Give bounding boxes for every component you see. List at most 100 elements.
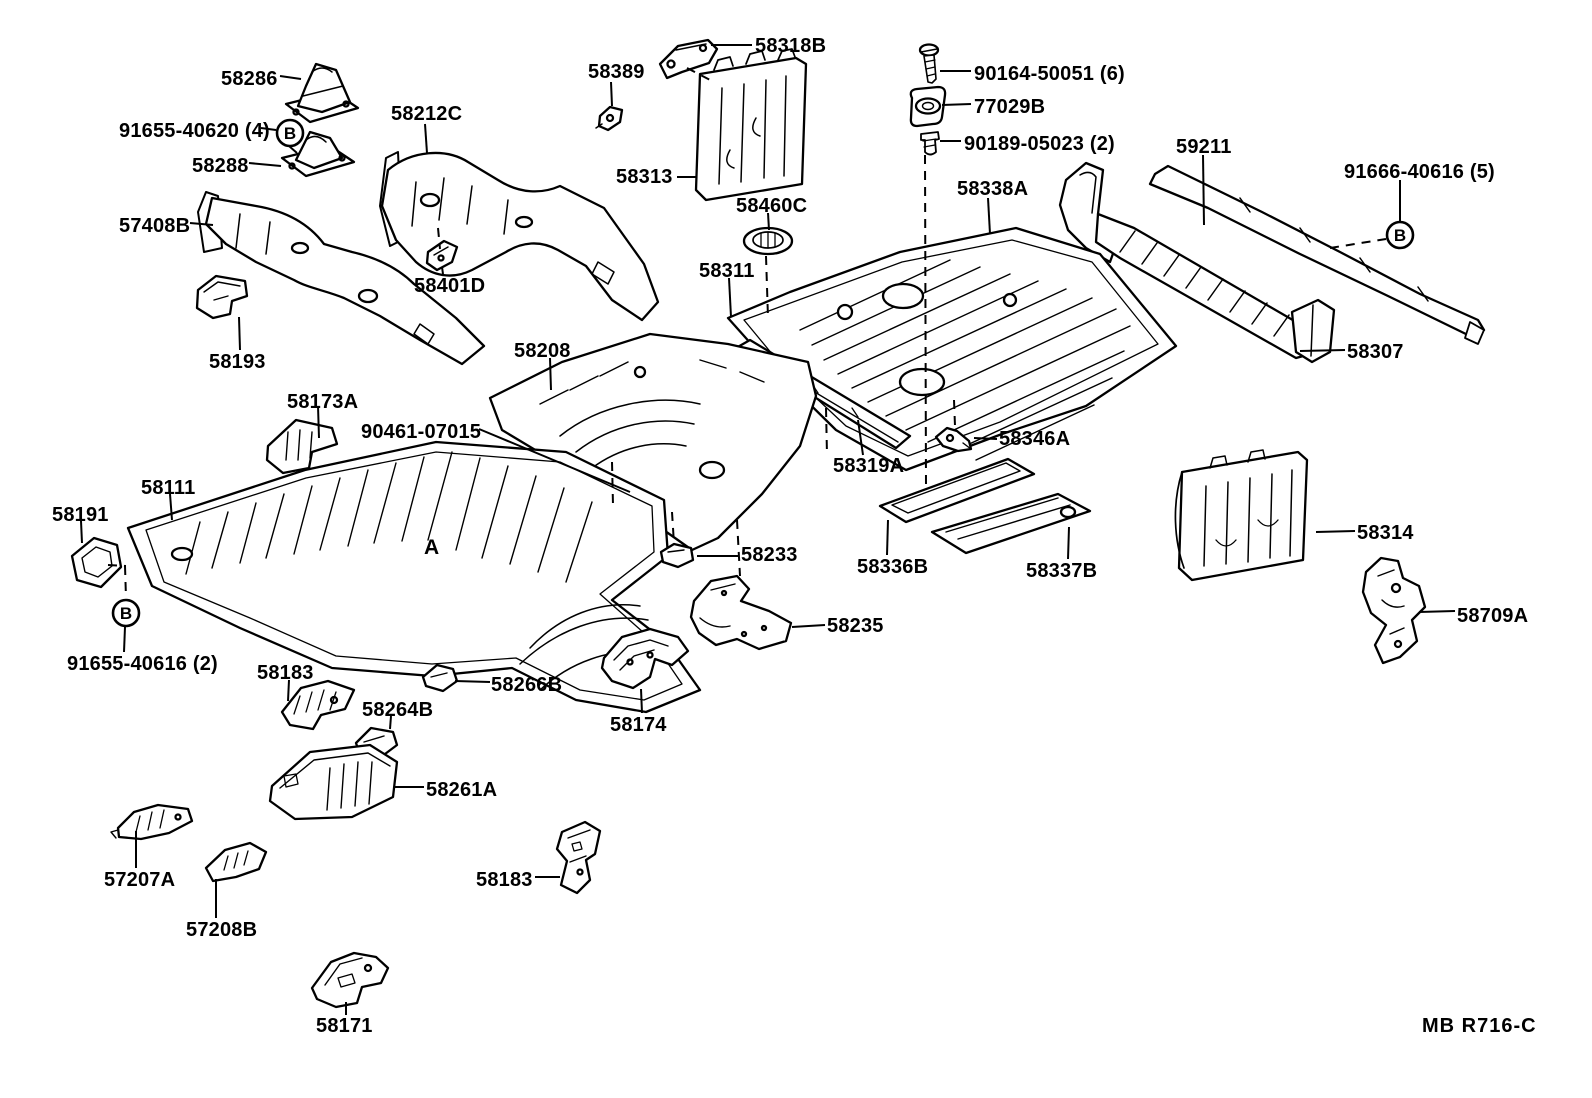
part-label-91666-40616-5-: 91666-40616 (5) (1344, 161, 1495, 183)
part-58111 (126, 440, 702, 714)
leader-line (941, 103, 972, 106)
part-58346a (934, 426, 973, 453)
part-label-90189-05023-2-: 90189-05023 (2) (964, 133, 1115, 155)
part-59211 (1058, 161, 1320, 360)
part-label-58286: 58286 (221, 68, 278, 90)
callout-circle-B: B (1385, 220, 1415, 250)
part-label-91655-40616-2-: 91655-40616 (2) (67, 653, 218, 675)
part-90164-screw (918, 43, 940, 84)
leader-line-dashed (765, 255, 769, 319)
svg-text:B: B (120, 604, 132, 623)
leader-line (80, 520, 83, 544)
part-58208 (488, 332, 818, 552)
part-58709a (1361, 556, 1427, 665)
part-label-57207A: 57207A (104, 869, 176, 891)
part-58389 (595, 105, 624, 132)
leader-line (1067, 526, 1070, 560)
leader-line (317, 405, 320, 439)
part-58193 (195, 274, 249, 320)
part-label-77029B: 77029B (974, 96, 1046, 118)
part-58313 (694, 48, 808, 202)
part-label-58261A: 58261A (426, 779, 498, 801)
part-58314 (1174, 449, 1309, 582)
part-58235 (689, 574, 793, 651)
leader-line-dashed (671, 511, 675, 545)
part-58460c (742, 226, 794, 256)
leader-line (287, 679, 290, 702)
part-label-91655-40620-4-: 91655-40620 (4) (119, 120, 270, 142)
part-label-58336B: 58336B (857, 556, 929, 578)
leader-line (728, 277, 732, 318)
svg-text:B: B (1394, 226, 1406, 245)
part-90189-nut (920, 131, 940, 156)
part-label-90461-07015: 90461-07015 (361, 421, 482, 443)
part-58261a (268, 743, 399, 821)
part-58183-left (280, 679, 356, 731)
leader-line-dashed (953, 399, 956, 427)
part-58307 (1290, 298, 1336, 364)
part-58191 (70, 536, 123, 589)
part-77029b (909, 85, 947, 128)
leader-line (248, 162, 282, 167)
leader-line (767, 212, 770, 231)
part-58337b (930, 492, 1092, 555)
leader-line-dashed (107, 564, 127, 567)
part-label-58319A: 58319A (833, 455, 905, 477)
leader-line (123, 626, 126, 653)
part-label-59211: 59211 (1176, 136, 1232, 158)
leader-line (549, 357, 552, 391)
panel-marking-A: A (424, 536, 440, 559)
part-label-58389: 58389 (588, 61, 645, 83)
part-label-57408B: 57408B (119, 215, 191, 237)
leader-line (1418, 610, 1456, 613)
leader-line-dashed (437, 227, 441, 250)
callout-circle-B: B (111, 598, 141, 628)
leader-line (279, 75, 302, 80)
part-label-58313: 58313 (616, 166, 673, 188)
drawing-code: MB R716-C (1422, 1015, 1537, 1037)
leader-line (1299, 349, 1346, 352)
leader-line (857, 419, 864, 456)
leader-line (640, 688, 643, 714)
part-label-58233: 58233 (741, 544, 798, 566)
leader-line (389, 715, 392, 730)
part-57208b (204, 841, 268, 883)
leader-line-dashed (124, 565, 127, 599)
leader-line (238, 316, 241, 351)
part-label-58311: 58311 (699, 260, 755, 282)
part-label-58183: 58183 (476, 869, 533, 891)
leader-line (189, 222, 214, 226)
leader-line-dashed (686, 67, 713, 82)
part-58183-bottom (555, 820, 602, 895)
leader-line (1202, 154, 1205, 226)
leader-line (454, 680, 491, 683)
part-label-58307: 58307 (1347, 341, 1404, 363)
svg-text:B: B (284, 124, 296, 143)
part-58336b (878, 457, 1036, 524)
leader-line (610, 81, 613, 107)
part-label-58318B: 58318B (755, 35, 827, 57)
leader-line (260, 127, 277, 131)
leader-line (424, 123, 428, 154)
callout-circle-B: B (275, 118, 305, 148)
leader-line-dashed (924, 154, 927, 488)
part-shapes (70, 38, 1486, 1009)
part-label-58208: 58208 (514, 340, 571, 362)
part-label-58183: 58183 (257, 662, 314, 684)
part-58401d (425, 239, 459, 272)
part-label-58288: 58288 (192, 155, 249, 177)
part-label-58191: 58191 (52, 504, 109, 526)
part-label-58460C: 58460C (736, 195, 808, 217)
part-label-90164-50051-6-: 90164-50051 (6) (974, 63, 1125, 85)
part-label-57208B: 57208B (186, 919, 258, 941)
part-57408b (197, 191, 486, 366)
part-label-58173A: 58173A (287, 391, 359, 413)
part-label-58709A: 58709A (1457, 605, 1529, 627)
part-label-58174: 58174 (610, 714, 667, 736)
callout-markers: B B B (111, 118, 1415, 628)
leader-line (169, 493, 173, 521)
leader-line (987, 197, 991, 235)
part-label-58111: 58111 (141, 477, 196, 499)
